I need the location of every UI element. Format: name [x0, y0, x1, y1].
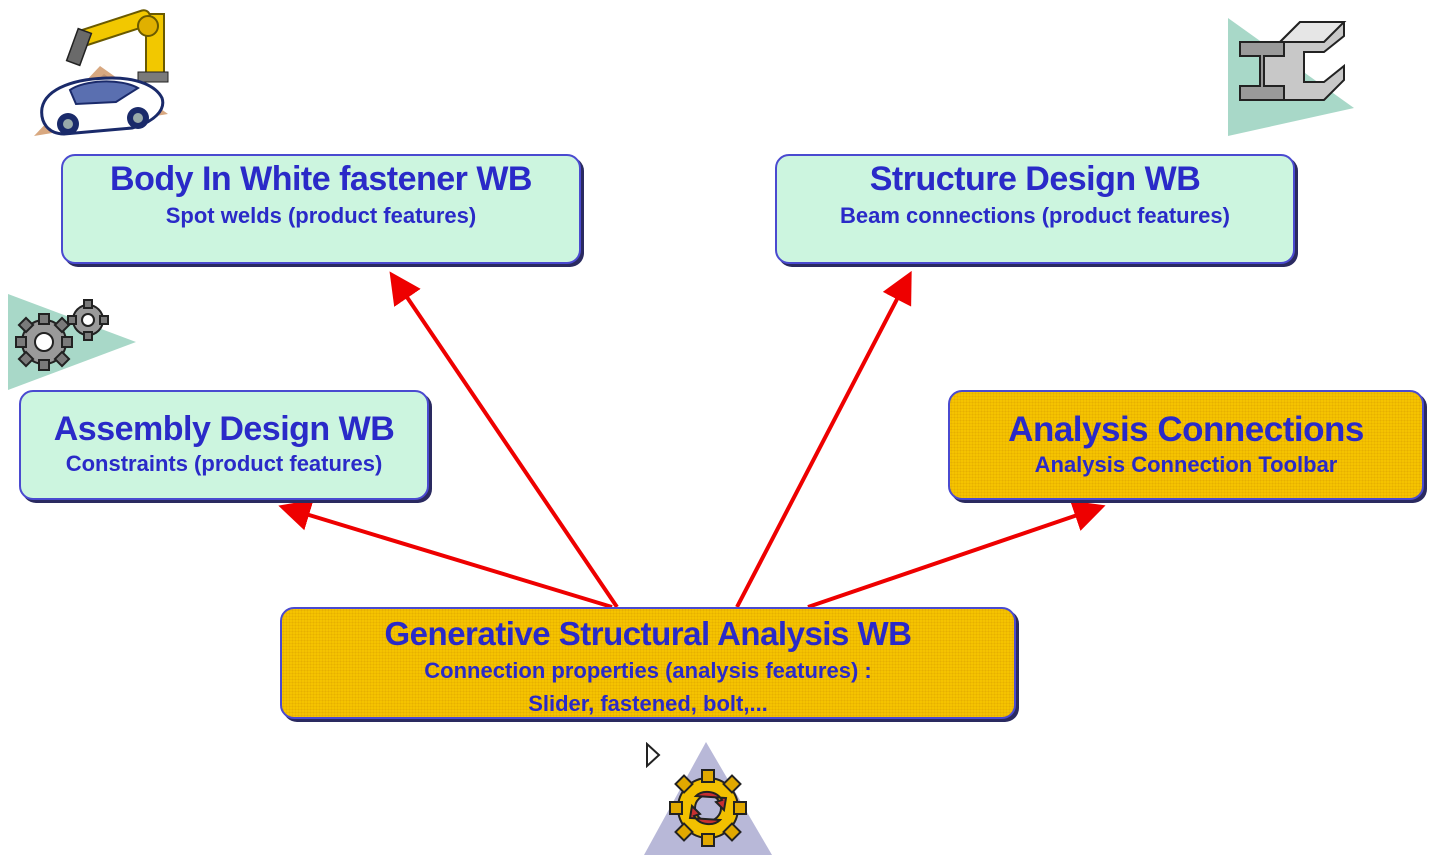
generative-structural-title: Generative Structural Analysis WB [384, 615, 912, 652]
arrow-to-assembly-design [278, 499, 613, 609]
gear-workbench-icon [644, 742, 772, 855]
generative-structural-subtitle-line1: Connection properties (analysis features… [424, 658, 872, 683]
structure-design-node: Structure Design WB Beam connections (pr… [775, 154, 1295, 264]
body-in-white-subtitle: Spot welds (product features) [165, 203, 477, 228]
assembly-design-node: Assembly Design WB Constraints (product … [19, 390, 429, 500]
generative-structural-subtitle-line2: Slider, fastened, bolt,... [528, 691, 768, 716]
robot-car-icon [34, 9, 169, 136]
structure-design-subtitle: Beam connections (product features) [840, 203, 1230, 228]
generative-structural-node: Generative Structural Analysis WB Connec… [280, 607, 1016, 719]
i-beam-icon [1228, 18, 1354, 136]
gears-icon [8, 294, 136, 390]
arrow-to-analysis-connections [807, 500, 1106, 609]
body-in-white-title: Body In White fastener WB [110, 160, 532, 198]
structure-design-title: Structure Design WB [869, 160, 1201, 198]
assembly-design-title: Assembly Design WB [53, 410, 395, 448]
analysis-connections-title: Analysis Connections [1008, 410, 1364, 449]
arrow-to-body-in-white [389, 271, 619, 609]
analysis-connections-subtitle: Analysis Connection Toolbar [1034, 452, 1338, 477]
assembly-design-subtitle: Constraints (product features) [65, 451, 383, 476]
analysis-connections-node: Analysis Connections Analysis Connection… [948, 390, 1424, 500]
body-in-white-node: Body In White fastener WB Spot welds (pr… [61, 154, 581, 264]
arrow-to-structure-design [735, 270, 912, 608]
pointer-icon [646, 742, 661, 768]
